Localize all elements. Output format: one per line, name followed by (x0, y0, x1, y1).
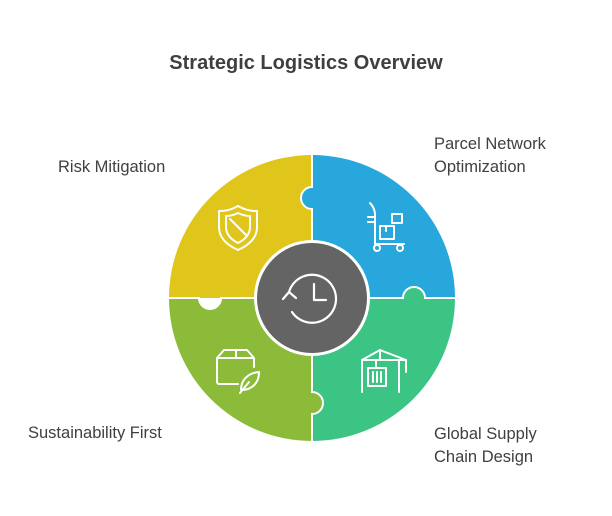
label-risk-mitigation: Risk Mitigation (58, 156, 165, 179)
warehouse-cart-icon (367, 202, 405, 252)
label-parcel-network: Parcel Network Optimization (434, 133, 546, 179)
clock-cycle-icon (281, 273, 338, 324)
page-title: Strategic Logistics Overview (169, 52, 443, 74)
parcel-line-2: Optimization (434, 158, 526, 176)
parcel-line-1: Parcel Network (434, 135, 546, 153)
risk-mitigation-text: Risk Mitigation (58, 158, 166, 176)
shield-icon (218, 205, 258, 251)
segment-separators (169, 155, 455, 441)
label-sustainability: Sustainability First (28, 422, 162, 445)
center-circle[interactable] (257, 243, 367, 353)
crane-container-icon (361, 349, 407, 393)
global-line-1: Global Supply (434, 425, 537, 443)
eco-box-icon (216, 349, 260, 394)
global-line-2: Chain Design (434, 448, 534, 466)
label-global-supply: Global Supply Chain Design (434, 423, 537, 469)
sustainability-text: Sustainability First (28, 424, 162, 442)
